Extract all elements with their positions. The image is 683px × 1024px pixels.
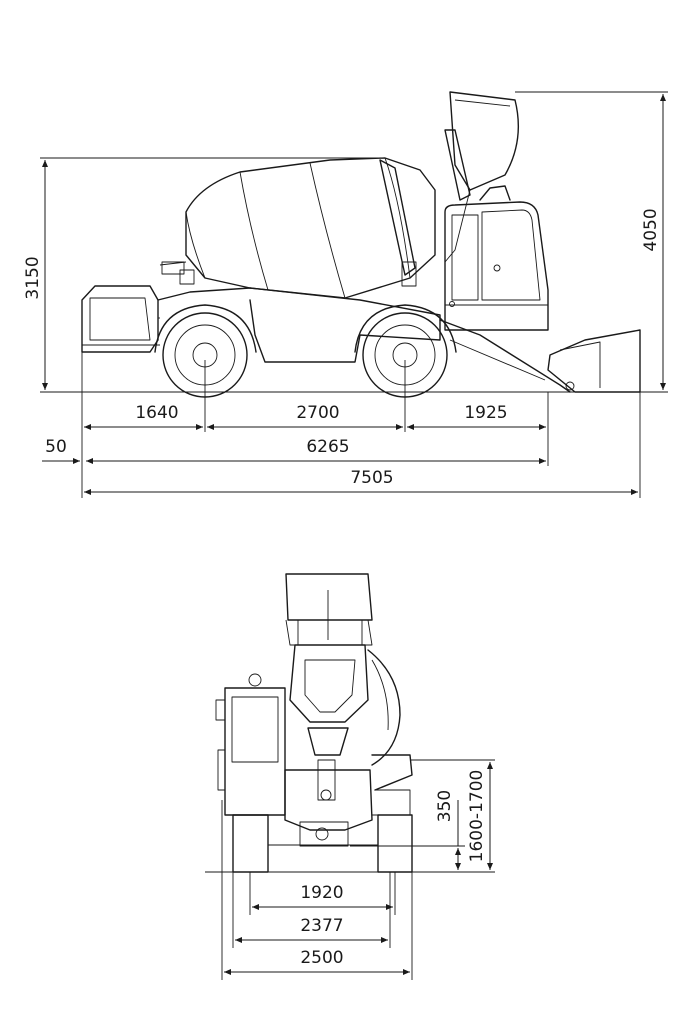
dim-label-6265: 6265 — [306, 437, 349, 457]
dim-label-2700: 2700 — [296, 403, 339, 423]
side-view: 3150 4050 1640 2700 1925 50 6265 7505 — [23, 91, 668, 498]
dim-label-50: 50 — [45, 437, 67, 457]
operator-cabin — [444, 185, 549, 331]
discharge-arm — [379, 159, 416, 276]
rear-wheels — [232, 814, 413, 873]
dim-label-7505: 7505 — [350, 468, 393, 488]
dim-label-350: 350 — [435, 790, 455, 822]
front-bucket — [439, 319, 641, 393]
rear-view: 350 1600-1700 1920 2377 2500 — [205, 573, 495, 980]
arm-joint — [401, 261, 417, 287]
dim-label-1640: 1640 — [135, 403, 178, 423]
rear-frame — [284, 769, 373, 831]
mixing-drum — [159, 157, 436, 299]
rear-shovel — [285, 573, 373, 621]
chassis — [157, 287, 441, 363]
dim-label-2377: 2377 — [300, 916, 343, 936]
dim-label-3150: 3150 — [23, 256, 43, 299]
front-wheel — [154, 304, 257, 398]
dim-label-1925: 1925 — [464, 403, 507, 423]
rear-drum — [289, 644, 401, 766]
loading-shovel — [444, 91, 520, 263]
rear-wheel — [354, 304, 457, 398]
dim-label-1920: 1920 — [300, 883, 343, 903]
rear-cabin — [215, 673, 286, 816]
dim-label-1600-1700: 1600-1700 — [467, 770, 487, 863]
dim-label-4050: 4050 — [641, 208, 661, 251]
dim-label-2500: 2500 — [300, 948, 343, 968]
engine-housing — [81, 285, 160, 353]
